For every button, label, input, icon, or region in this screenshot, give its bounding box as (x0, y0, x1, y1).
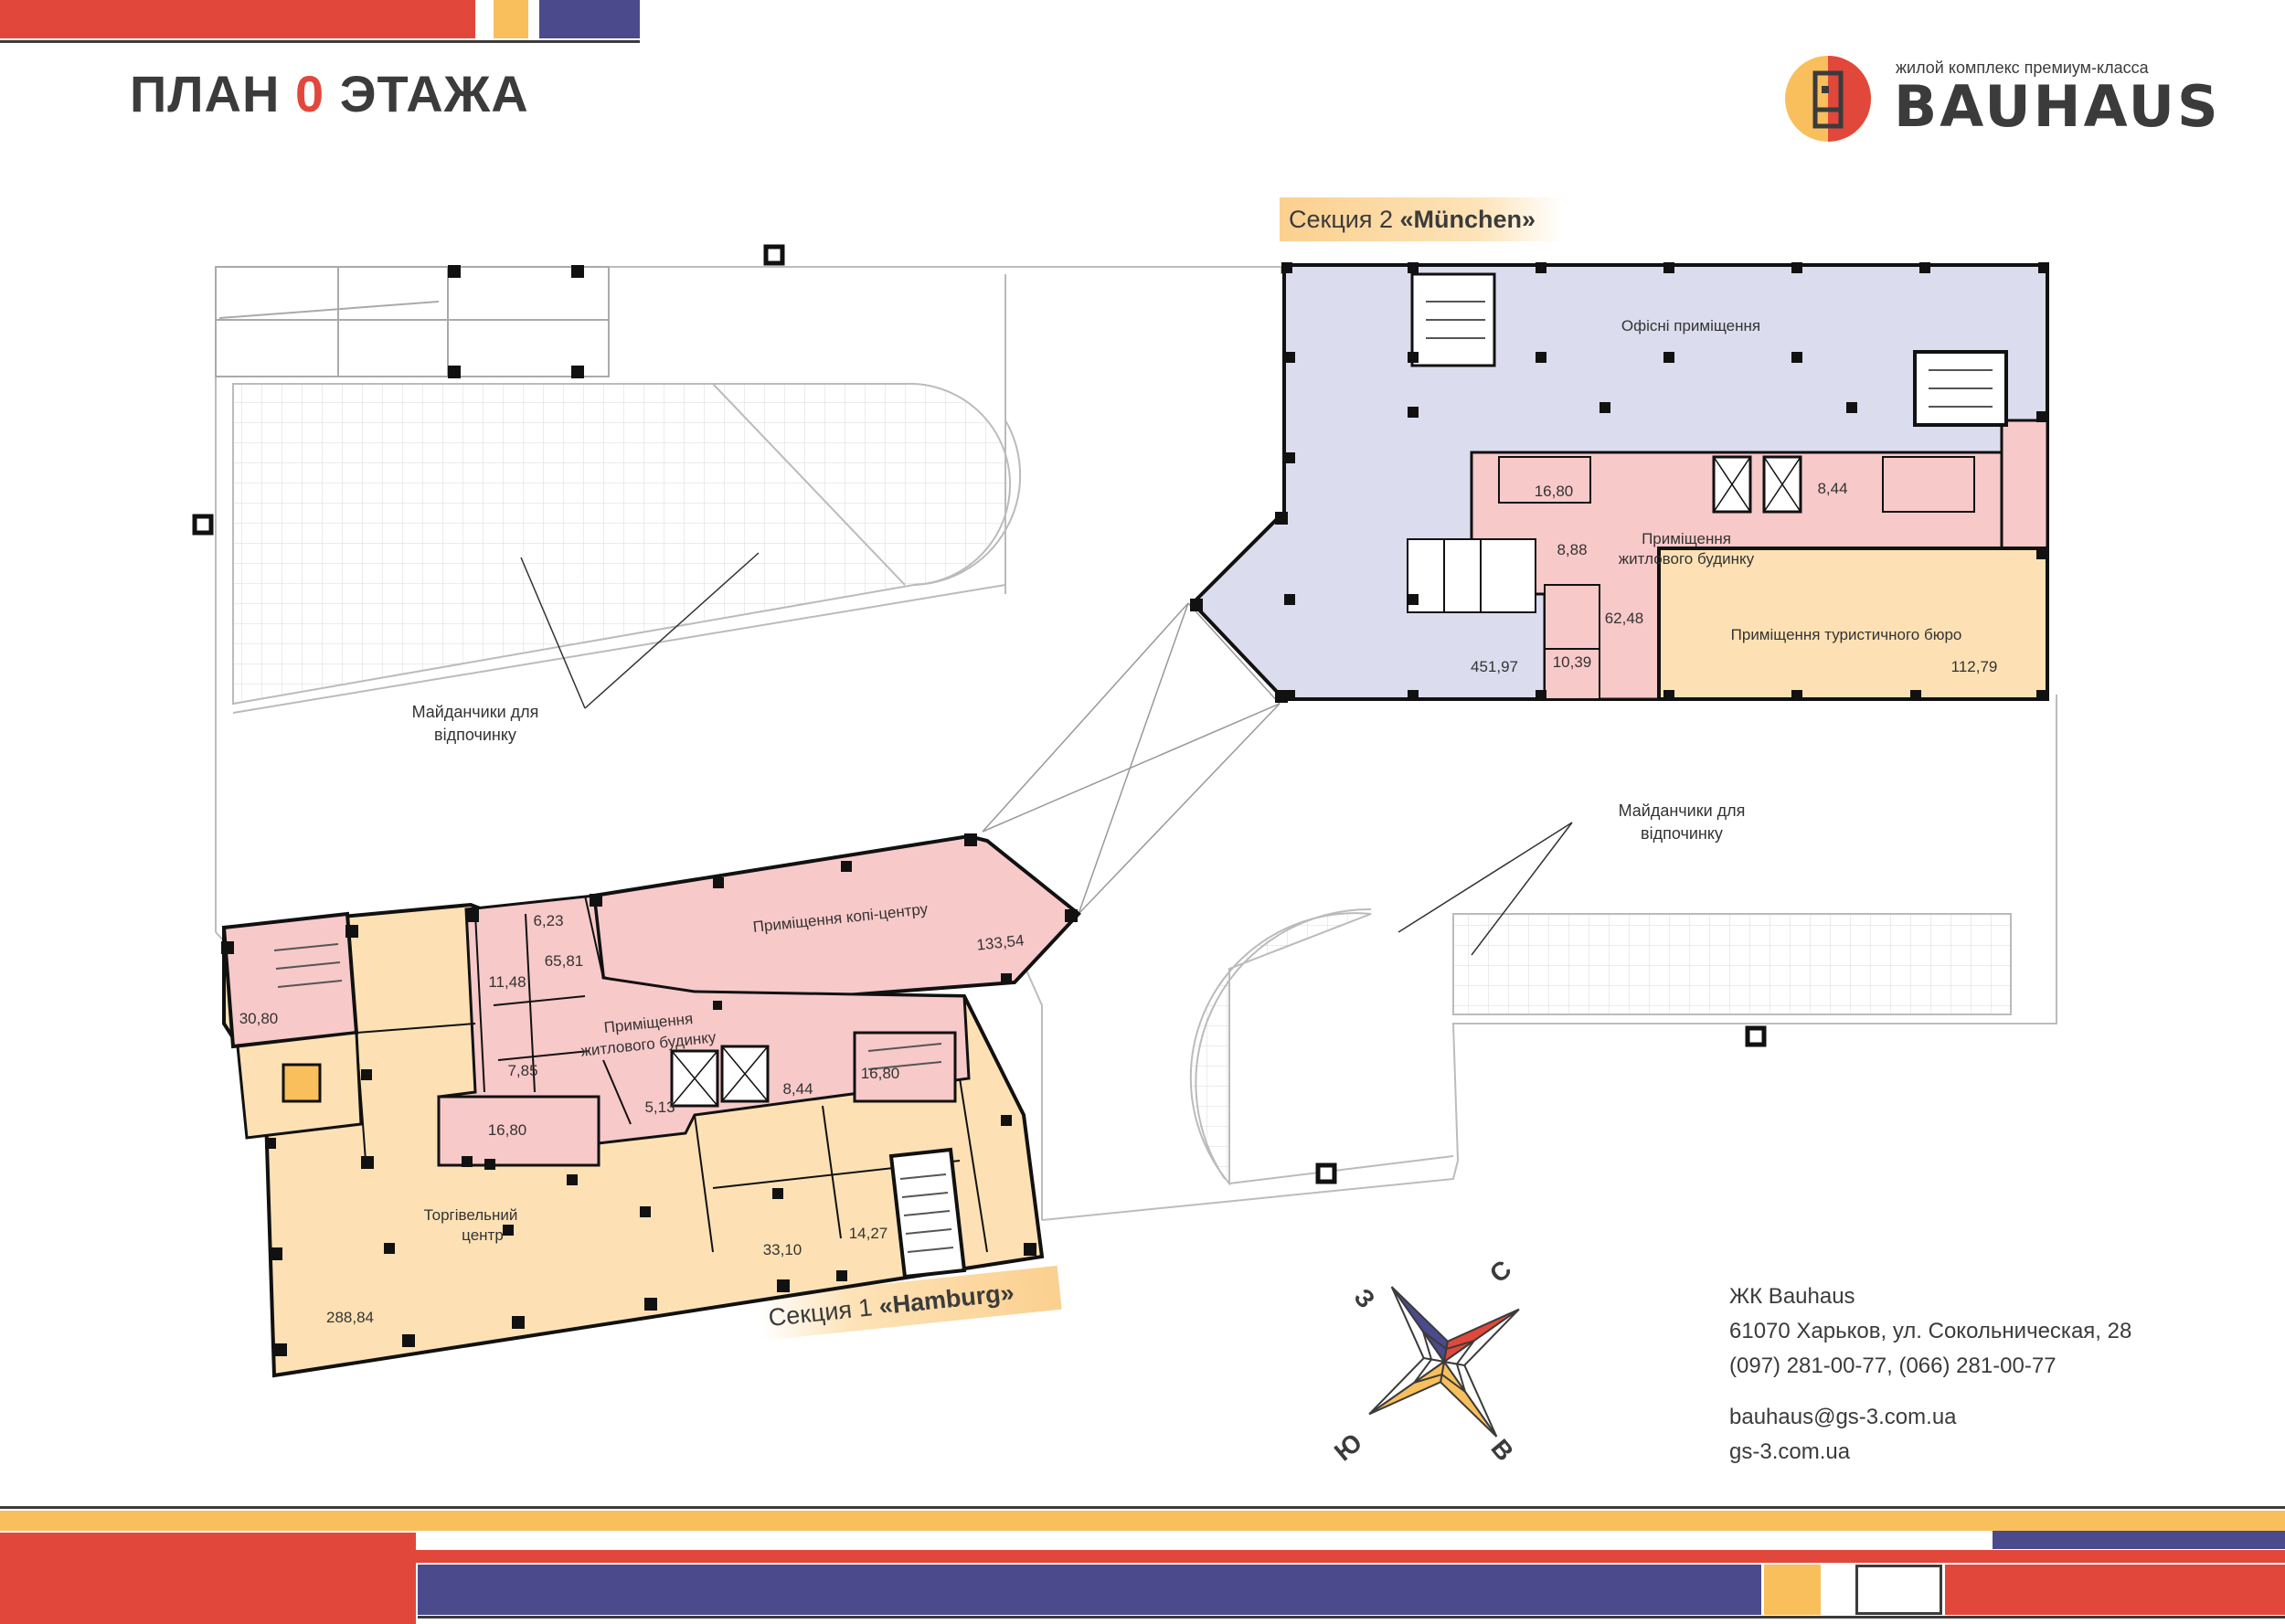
section-2-tag: Секция 2 «München» (1280, 197, 1563, 241)
contact-name: ЖК Bauhaus (1729, 1284, 1855, 1309)
title-floor-number: 0 (294, 65, 325, 122)
s1-room-1427: 14,27 (849, 1225, 888, 1242)
section-2-name: «München» (1399, 206, 1536, 233)
compass-west: З (1348, 1283, 1380, 1313)
s1-stair-area-b: 16,80 (488, 1121, 527, 1139)
bottom-red-box (1945, 1565, 2285, 1615)
bottom-red-strip (416, 1550, 2285, 1563)
top-red-bar (0, 0, 475, 38)
bottom-navy-bar-top (1993, 1531, 2285, 1549)
contact-site[interactable]: gs-3.com.ua (1729, 1439, 1851, 1464)
mall-area: 288,84 (326, 1309, 374, 1326)
bottom-yellow-bar (0, 1511, 2285, 1531)
s1-lobby-area: 65,81 (545, 952, 584, 970)
s1-room-3310: 33,10 (763, 1241, 802, 1258)
s1-room-513: 5,13 (644, 1099, 675, 1116)
compass-south: Ю (1329, 1428, 1367, 1466)
contact-email[interactable]: bauhaus@gs-3.com.ua (1729, 1405, 1957, 1429)
title-suffix: ЭТАЖА (324, 65, 529, 122)
s1-room-785: 7,85 (507, 1062, 537, 1079)
travel-label: Приміщення туристичного бюро (1731, 626, 1962, 643)
mall-label-2: центр (462, 1226, 504, 1244)
contact-phones[interactable]: (097) 281-00-77, (066) 281-00-77 (1729, 1353, 2056, 1378)
s1-stair-area-a: 16,80 (861, 1065, 900, 1082)
compass-north: С (1484, 1255, 1516, 1289)
section-2-plan: Офісні приміщення 451,97 Приміщення житл… (1190, 262, 2049, 703)
rest-area-right (1189, 908, 2012, 1186)
bauhaus-logo-icon (1785, 56, 1871, 142)
rest-area-left (232, 274, 1022, 714)
rest-area-callouts (520, 552, 1573, 956)
top-thin-line (0, 40, 640, 43)
contact-address: 61070 Харьков, ул. Сокольническая, 28 (1729, 1319, 2132, 1343)
s2-lobby-area: 62,48 (1605, 610, 1644, 627)
office-area: 451,97 (1471, 658, 1518, 675)
s2-lift-area: 8,44 (1817, 480, 1847, 497)
contact-block: ЖК Bauhaus 61070 Харьков, ул. Сокольниче… (1729, 1279, 2131, 1470)
rest-right-label-1: Майданчики для (1619, 801, 1746, 820)
s1-stair-left-area: 30,80 (239, 1010, 279, 1027)
compass-east: В (1485, 1434, 1519, 1466)
mall-label-1: Торгівельний (424, 1206, 518, 1224)
connector-lines (982, 602, 1281, 915)
bottom-red-bar (0, 1533, 416, 1624)
rest-left-label-2: відпочинку (434, 726, 516, 744)
pergola (215, 266, 610, 377)
s2-stair-area: 16,80 (1535, 483, 1574, 500)
bottom-thin-line (0, 1506, 2285, 1509)
bottom-final-line (418, 1616, 2285, 1619)
compass-icon (1368, 1286, 1520, 1438)
section-2-prefix: Секция 2 (1289, 206, 1400, 233)
s1-room-1148: 11,48 (488, 973, 526, 991)
bottom-yellow-box (1764, 1565, 1821, 1615)
top-yellow-bar (494, 0, 528, 38)
s1-room-623: 6,23 (533, 912, 563, 929)
title-prefix: ПЛАН (130, 65, 295, 122)
site-markers (192, 244, 1767, 1184)
s2-lobby-label-1: Приміщення (1642, 530, 1731, 547)
top-navy-bar (539, 0, 640, 38)
pergola-columns (448, 265, 584, 378)
rest-left-label-1: Майданчики для (412, 703, 539, 721)
office-label: Офісні приміщення (1621, 317, 1760, 334)
rest-right-label-2: відпочинку (1641, 824, 1723, 843)
travel-area: 112,79 (1951, 658, 1998, 675)
page-title: ПЛАН 0 ЭТАЖА (130, 64, 529, 123)
s1-lift-area: 8,44 (782, 1080, 813, 1098)
bottom-white-box (1855, 1565, 1942, 1615)
logo-subtitle: жилой комплекс премиум-класса (1896, 58, 2149, 77)
s2-room-888: 8,88 (1557, 541, 1587, 558)
logo-wordmark: BAUHAUS (1894, 73, 2221, 140)
bottom-navy-bar (418, 1565, 1761, 1615)
s2-lobby-label-2: житлового будинку (1619, 550, 1755, 568)
s2-room-1039: 10,39 (1553, 653, 1592, 671)
section-1-plan: Приміщення копі-центру 133,54 6,23 65,81… (221, 833, 1081, 1378)
